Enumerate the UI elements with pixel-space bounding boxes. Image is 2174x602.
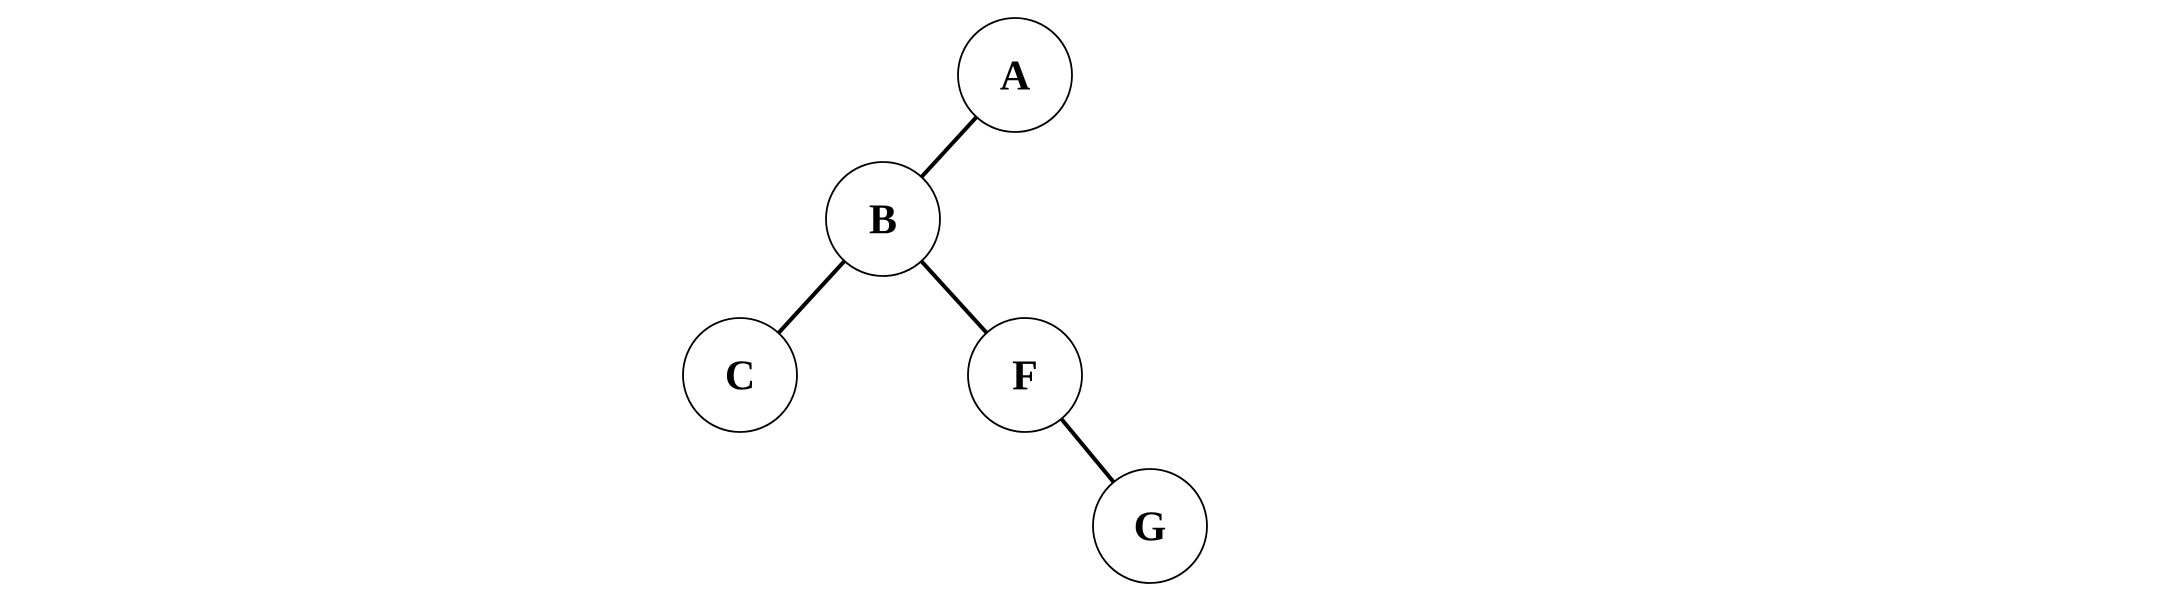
node-C: C: [682, 317, 798, 433]
node-G: G: [1092, 468, 1208, 584]
node-C-circle: [682, 317, 798, 433]
node-F-label: F: [1012, 353, 1038, 399]
node-B: B: [825, 161, 941, 277]
node-A: A: [957, 17, 1073, 133]
node-G-circle: [1092, 468, 1208, 584]
node-A-circle: [957, 17, 1073, 133]
node-B-circle: [825, 161, 941, 277]
node-G-label: G: [1134, 504, 1167, 550]
node-C-label: C: [725, 353, 755, 399]
node-B-label: B: [869, 197, 897, 243]
node-A-label: A: [1000, 53, 1031, 99]
node-F-circle: [967, 317, 1083, 433]
node-F: F: [967, 317, 1083, 433]
